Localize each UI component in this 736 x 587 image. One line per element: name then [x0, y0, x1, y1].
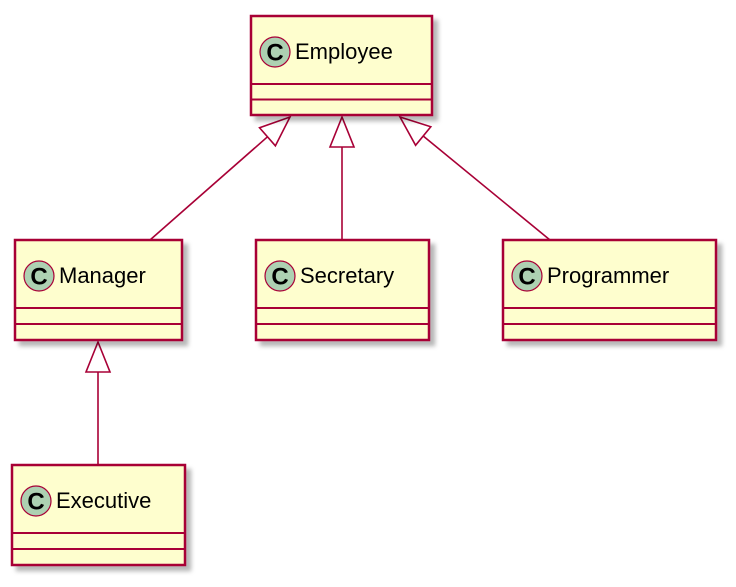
- class-name: Executive: [56, 488, 151, 513]
- inheritance-edge-secretary-to-employee: [328, 114, 356, 240]
- class-name: Programmer: [547, 263, 669, 288]
- inheritance-edge-manager-to-employee: [149, 115, 292, 241]
- edge-line: [149, 136, 268, 241]
- class-stereotype-letter: C: [30, 264, 47, 291]
- class-secretary[interactable]: C Secretary: [254, 238, 431, 342]
- inheritance-arrowhead: [328, 114, 356, 148]
- class-stereotype-letter: C: [27, 489, 44, 516]
- class-manager[interactable]: C Manager: [13, 238, 184, 342]
- class-stereotype-icon: [259, 36, 291, 68]
- inheritance-edge-executive-to-manager: [84, 339, 112, 465]
- class-stereotype-letter: C: [518, 264, 535, 291]
- class-stereotype-icon: [264, 260, 296, 292]
- inheritance-edge-programmer-to-employee: [398, 115, 551, 241]
- class-stereotype-icon: [511, 260, 543, 292]
- class-stereotype-letter: C: [266, 40, 283, 67]
- class-stereotype-icon: [23, 260, 55, 292]
- inheritance-arrowhead: [84, 339, 112, 373]
- class-name: Secretary: [300, 263, 394, 288]
- edge-line: [422, 135, 551, 241]
- class-name: Employee: [295, 39, 393, 64]
- class-executive[interactable]: C Executive: [10, 463, 187, 567]
- class-employee[interactable]: C Employee: [249, 14, 434, 117]
- class-programmer[interactable]: C Programmer: [501, 238, 718, 342]
- inheritance-arrowhead: [258, 115, 292, 148]
- class-name: Manager: [59, 263, 146, 288]
- class-stereotype-letter: C: [271, 264, 288, 291]
- inheritance-edges: [84, 114, 551, 465]
- inheritance-arrowhead: [398, 115, 433, 147]
- class-stereotype-icon: [20, 485, 52, 517]
